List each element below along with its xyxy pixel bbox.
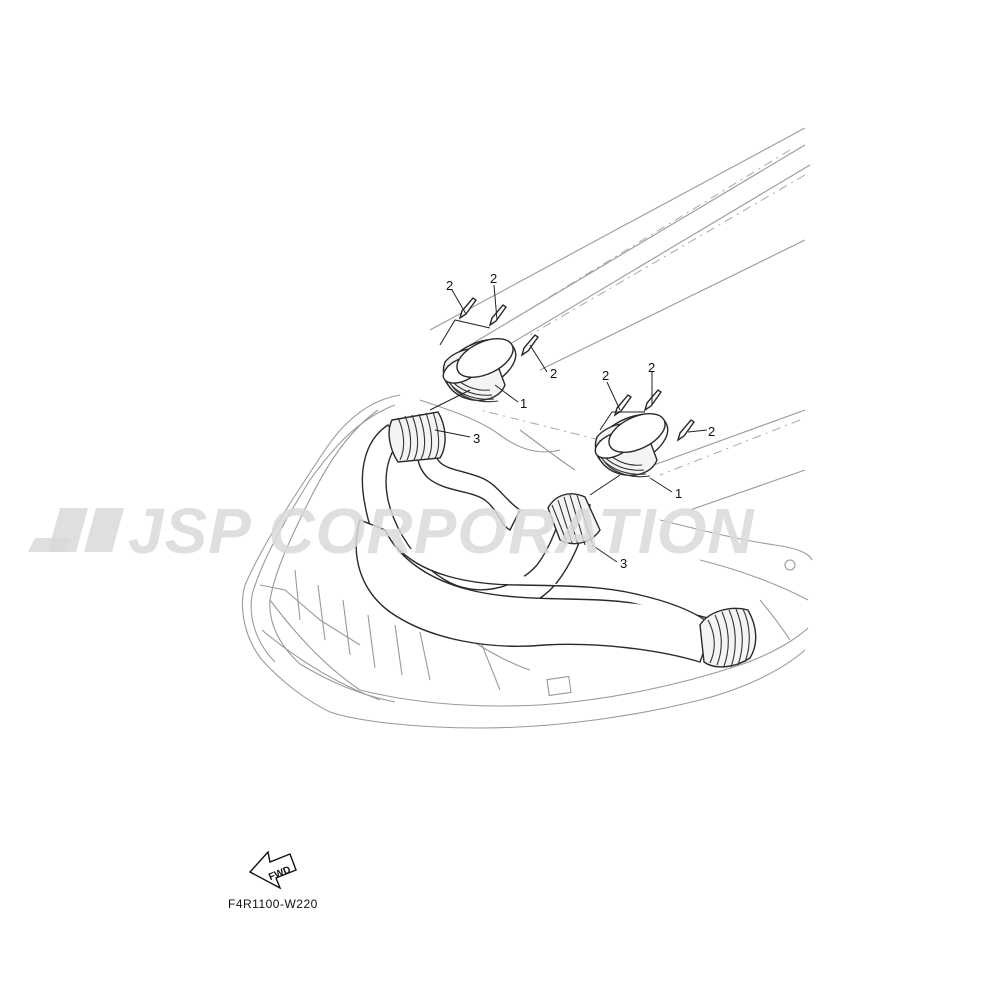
callout-2: 2 — [708, 424, 715, 439]
watermark: JSP CORPORATION — [28, 495, 755, 567]
watermark-text: JSP CORPORATION — [128, 495, 755, 567]
fitting-left — [442, 338, 517, 403]
callout-2: 2 — [550, 366, 557, 381]
callout-3: 3 — [620, 556, 627, 571]
fitting-right — [594, 413, 669, 478]
hose-assembly — [355, 411, 757, 668]
callout-1: 1 — [675, 486, 682, 501]
callouts: 2 2 2 1 3 2 2 2 1 3 — [446, 271, 715, 571]
callout-2: 2 — [490, 271, 497, 286]
leader-lines — [429, 284, 708, 563]
callout-2: 2 — [648, 360, 655, 375]
hull-outline — [241, 127, 813, 729]
callout-2: 2 — [602, 368, 609, 383]
diagram-code: F4R1100-W220 — [228, 897, 318, 911]
callout-3: 3 — [473, 431, 480, 446]
callout-1: 1 — [520, 396, 527, 411]
callout-2: 2 — [446, 278, 453, 293]
forward-arrow-icon: FWD — [248, 850, 297, 890]
